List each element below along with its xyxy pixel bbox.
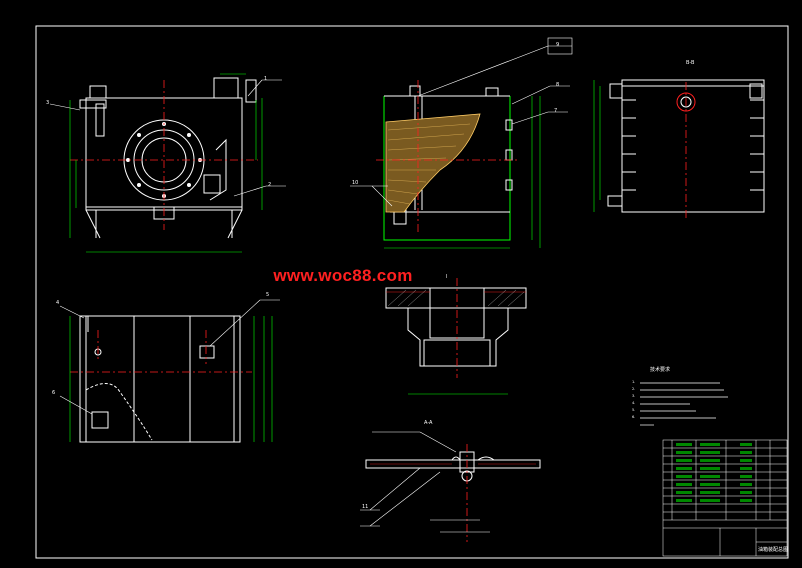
tech-line: 6. [632, 415, 636, 419]
callout-10: 10 [352, 180, 359, 186]
callout-4: 4 [56, 300, 60, 306]
callout-9: 9 [556, 42, 560, 48]
view-label-a: A-A [424, 420, 433, 426]
tech-line: 2. [632, 387, 636, 391]
view-label-b: B-B [686, 60, 695, 66]
callout-3: 3 [46, 100, 50, 106]
callout-2: 2 [268, 182, 272, 188]
drawing-name: 油箱装配总图 [758, 547, 789, 553]
tech-line: 4. [632, 401, 636, 405]
tech-requirements-title: 技术要求 [650, 367, 671, 373]
tech-line: 3. [632, 394, 636, 398]
view-label-detail: I [446, 274, 448, 280]
tech-line: 1. [632, 380, 636, 384]
callout-7: 7 [554, 108, 558, 114]
tech-line: 5. [632, 408, 636, 412]
callout-6: 6 [52, 390, 56, 396]
callout-8: 8 [556, 82, 560, 88]
callout-1: 1 [264, 76, 268, 82]
callout-5: 5 [266, 292, 270, 298]
site-watermark: www.woc88.com [273, 266, 413, 285]
callout-11: 11 [362, 504, 369, 510]
